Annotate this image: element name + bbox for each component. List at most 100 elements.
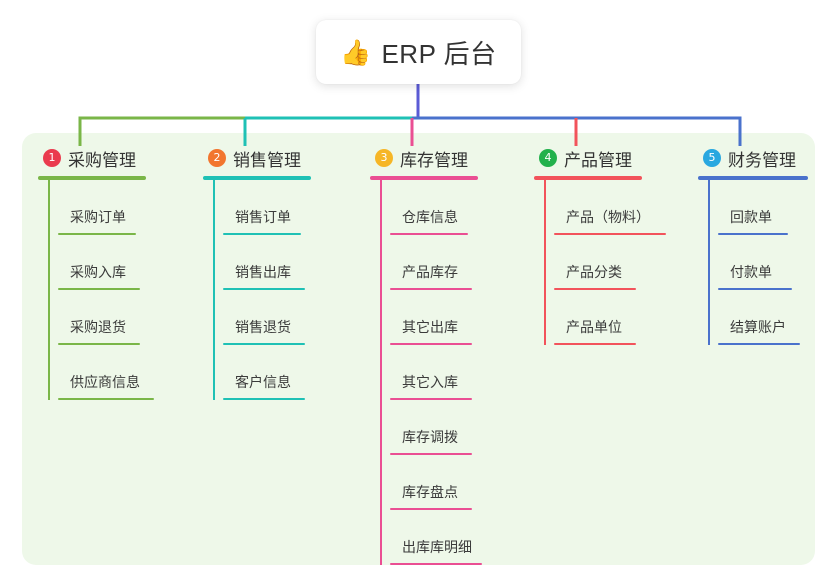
module-item[interactable]: 产品库存 bbox=[380, 235, 478, 290]
module-item-underline bbox=[554, 288, 636, 290]
module-item[interactable]: 销售订单 bbox=[213, 180, 311, 235]
module-item-label: 其它入库 bbox=[402, 374, 458, 390]
module-item-underline bbox=[554, 343, 636, 345]
module-item-underline bbox=[58, 398, 154, 400]
module-item[interactable]: 结算账户 bbox=[708, 290, 808, 345]
column-index-badge: 3 bbox=[375, 149, 393, 167]
module-item-label: 客户信息 bbox=[235, 374, 291, 390]
module-item[interactable]: 其它出库 bbox=[380, 290, 478, 345]
module-item[interactable]: 其它入库 bbox=[380, 345, 478, 400]
module-item-label: 采购退货 bbox=[70, 319, 126, 335]
column-header-2[interactable]: 2 销售管理 bbox=[203, 146, 311, 170]
module-item-underline bbox=[390, 563, 482, 565]
module-item[interactable]: 库存调拨 bbox=[380, 400, 478, 455]
module-item-underline bbox=[390, 288, 472, 290]
module-item[interactable]: 出库库明细 bbox=[380, 510, 482, 565]
module-item-underline bbox=[554, 233, 666, 235]
module-item-label: 销售订单 bbox=[235, 209, 291, 225]
module-item[interactable]: 产品（物料） bbox=[544, 180, 666, 235]
module-item[interactable]: 仓库信息 bbox=[380, 180, 478, 235]
column-underline bbox=[370, 176, 478, 180]
root-title: ERP 后台 bbox=[381, 38, 497, 69]
module-column-4[interactable]: 4 产品管理产品（物料） 产品分类产品单位 bbox=[534, 146, 666, 345]
module-item[interactable]: 采购退货 bbox=[48, 290, 146, 345]
module-item-label: 回款单 bbox=[730, 209, 772, 225]
module-item-label: 结算账户 bbox=[730, 319, 786, 335]
module-item-underline bbox=[223, 288, 305, 290]
column-spine bbox=[380, 180, 382, 565]
module-item-label: 付款单 bbox=[730, 264, 772, 280]
module-item-label: 其它出库 bbox=[402, 319, 458, 335]
module-item-underline bbox=[390, 508, 472, 510]
module-item-label: 产品（物料） bbox=[566, 209, 650, 225]
module-item[interactable]: 采购订单 bbox=[48, 180, 146, 235]
module-item-label: 产品分类 bbox=[566, 264, 622, 280]
column-underline bbox=[203, 176, 311, 180]
column-index-badge: 5 bbox=[703, 149, 721, 167]
column-title: 财务管理 bbox=[728, 150, 796, 170]
module-item-underline bbox=[58, 343, 140, 345]
module-item-underline bbox=[58, 233, 136, 235]
column-index-badge: 2 bbox=[208, 149, 226, 167]
module-item-underline bbox=[58, 288, 140, 290]
column-title: 产品管理 bbox=[564, 150, 632, 170]
column-title: 销售管理 bbox=[233, 150, 301, 170]
column-spine bbox=[708, 180, 710, 345]
column-header-4[interactable]: 4 产品管理 bbox=[534, 146, 642, 170]
module-item[interactable]: 销售退货 bbox=[213, 290, 311, 345]
column-spine bbox=[544, 180, 546, 345]
module-item-label: 销售出库 bbox=[235, 264, 291, 280]
module-item-underline bbox=[390, 398, 472, 400]
module-item-label: 库存调拨 bbox=[402, 429, 458, 445]
module-item-underline bbox=[223, 343, 305, 345]
module-item[interactable]: 付款单 bbox=[708, 235, 808, 290]
column-index-badge: 1 bbox=[43, 149, 61, 167]
module-item[interactable]: 库存盘点 bbox=[380, 455, 478, 510]
module-item-underline bbox=[390, 233, 468, 235]
module-item-label: 出库库明细 bbox=[402, 539, 472, 555]
module-item-label: 采购入库 bbox=[70, 264, 126, 280]
module-item[interactable]: 销售出库 bbox=[213, 235, 311, 290]
module-item-label: 采购订单 bbox=[70, 209, 126, 225]
module-item-underline bbox=[718, 288, 792, 290]
column-index-badge: 4 bbox=[539, 149, 557, 167]
column-spine bbox=[48, 180, 50, 400]
module-item-label: 供应商信息 bbox=[70, 374, 140, 390]
module-item-underline bbox=[718, 233, 788, 235]
module-item[interactable]: 产品单位 bbox=[544, 290, 642, 345]
modules-panel bbox=[22, 133, 815, 565]
module-item[interactable]: 供应商信息 bbox=[48, 345, 154, 400]
module-item[interactable]: 采购入库 bbox=[48, 235, 146, 290]
module-item[interactable]: 产品分类 bbox=[544, 235, 642, 290]
root-node[interactable]: 👍 ERP 后台 bbox=[316, 20, 521, 84]
column-header-3[interactable]: 3 库存管理 bbox=[370, 146, 478, 170]
column-items: 仓库信息产品库存其它出库其它入库库存调拨库存盘点出库库明细 bbox=[370, 180, 482, 565]
module-item-label: 产品库存 bbox=[402, 264, 458, 280]
column-underline bbox=[698, 176, 808, 180]
thumbs-up-icon: 👍 bbox=[340, 37, 372, 67]
module-item-underline bbox=[223, 398, 305, 400]
module-column-5[interactable]: 5 财务管理回款单付款单结算账户 bbox=[698, 146, 808, 345]
column-items: 采购订单采购入库采购退货供应商信息 bbox=[38, 180, 154, 400]
column-title: 库存管理 bbox=[400, 150, 468, 170]
module-column-2[interactable]: 2 销售管理销售订单销售出库销售退货客户信息 bbox=[203, 146, 311, 400]
module-item-underline bbox=[718, 343, 800, 345]
column-underline bbox=[38, 176, 146, 180]
column-header-5[interactable]: 5 财务管理 bbox=[698, 146, 808, 170]
module-item-underline bbox=[223, 233, 301, 235]
column-underline bbox=[534, 176, 642, 180]
module-item-label: 仓库信息 bbox=[402, 209, 458, 225]
module-column-3[interactable]: 3 库存管理仓库信息产品库存其它出库其它入库库存调拨库存盘点出库库明细 bbox=[370, 146, 482, 565]
module-item-label: 库存盘点 bbox=[402, 484, 458, 500]
column-items: 销售订单销售出库销售退货客户信息 bbox=[203, 180, 311, 400]
module-item[interactable]: 回款单 bbox=[708, 180, 808, 235]
module-item[interactable]: 客户信息 bbox=[213, 345, 311, 400]
module-item-underline bbox=[390, 453, 472, 455]
column-items: 产品（物料） 产品分类产品单位 bbox=[534, 180, 666, 345]
column-spine bbox=[213, 180, 215, 400]
module-item-label: 产品单位 bbox=[566, 319, 622, 335]
column-items: 回款单付款单结算账户 bbox=[698, 180, 808, 345]
